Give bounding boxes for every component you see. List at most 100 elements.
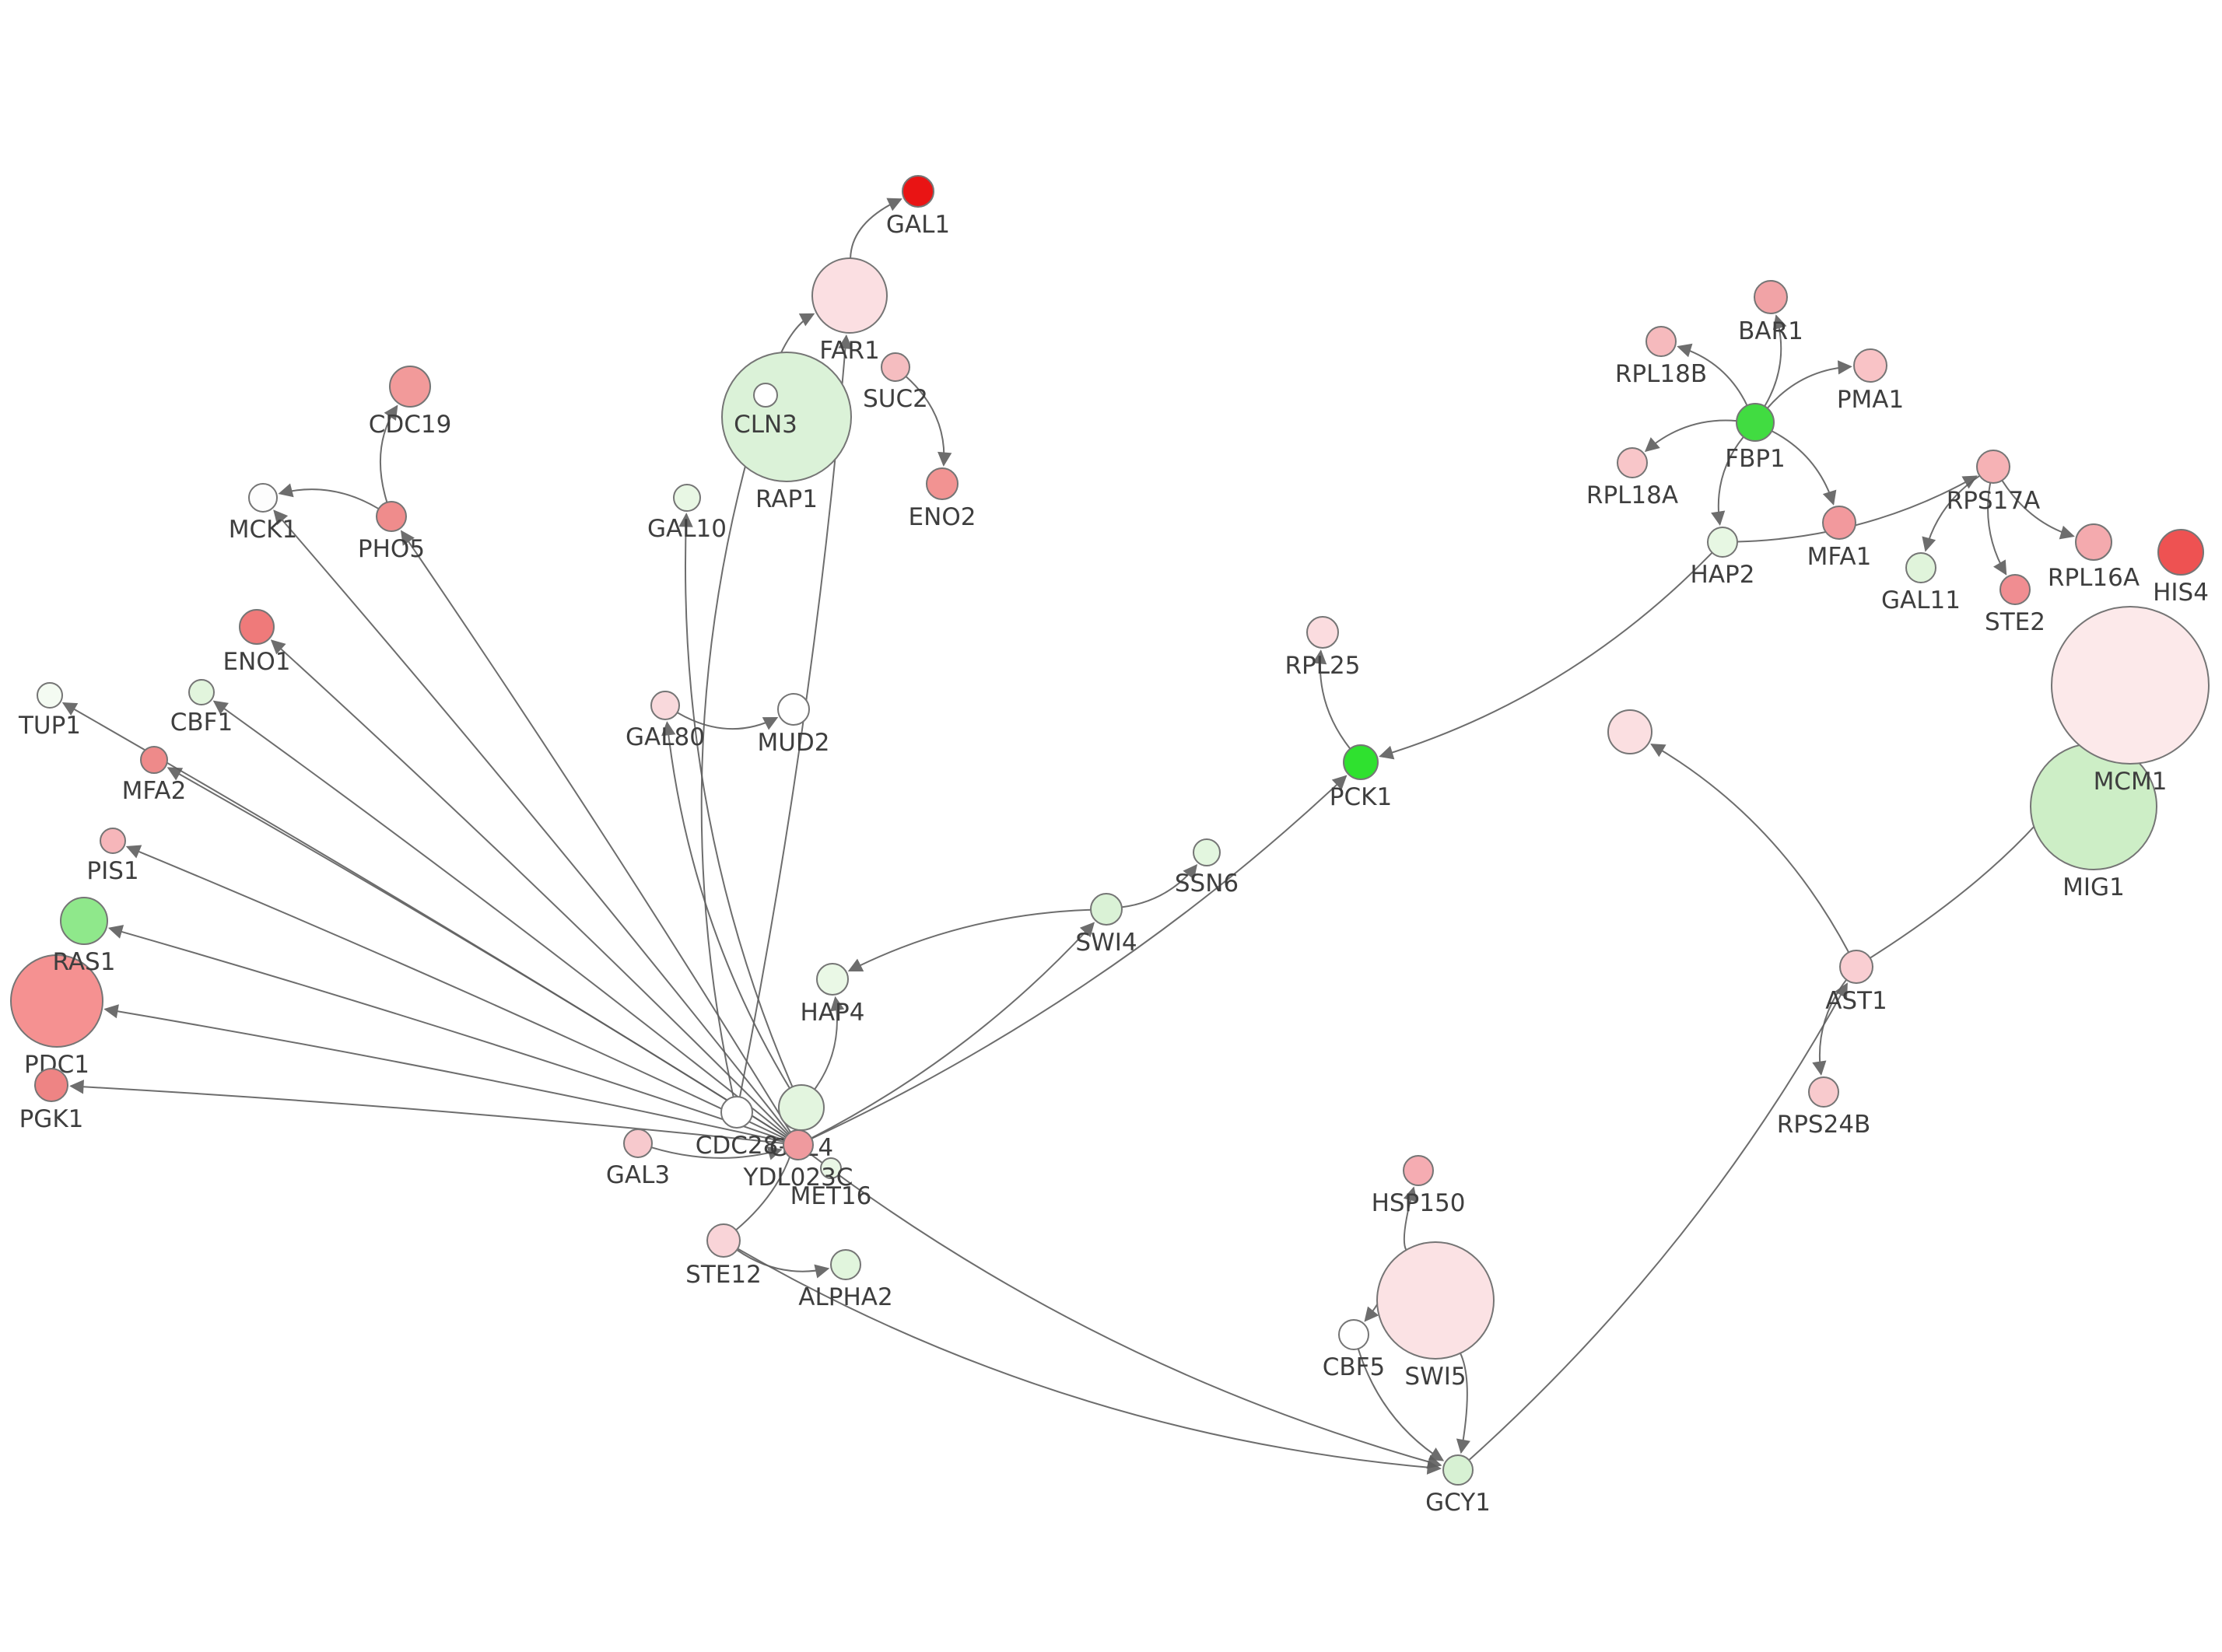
node-fbp1[interactable]: [1736, 403, 1775, 442]
node-ast1[interactable]: [1839, 950, 1873, 984]
edge-rps17a-rpl16a[interactable]: [2001, 480, 2075, 540]
node-label-alpha2: ALPHA2: [798, 1283, 892, 1311]
edge-gal3-ydl023c[interactable]: [650, 1146, 783, 1160]
edge-ydl023c-gcy1[interactable]: [809, 1153, 1442, 1469]
edge-swi5-hsp150[interactable]: [1403, 1186, 1418, 1251]
edge-ydl023c-mfa2[interactable]: [166, 767, 787, 1138]
node-rpl25[interactable]: [1306, 616, 1339, 649]
node-eno2[interactable]: [926, 467, 959, 500]
node-his4[interactable]: [2157, 529, 2204, 576]
edge-rps17a-ste2[interactable]: [1987, 482, 2007, 576]
node-gal3[interactable]: [623, 1129, 653, 1158]
edge-fbp1-hap2[interactable]: [1711, 436, 1744, 527]
node-tup1[interactable]: [37, 682, 63, 709]
edge-ydl023c-pgk1[interactable]: [69, 1080, 784, 1144]
edge-swi4-ssn6[interactable]: [1121, 863, 1198, 908]
node-cbf1[interactable]: [188, 679, 215, 705]
node-ras1[interactable]: [60, 897, 108, 945]
edge-fbp1-pma1[interactable]: [1766, 360, 1852, 409]
node-mcm1[interactable]: [2051, 606, 2210, 765]
node-gal80[interactable]: [650, 691, 680, 720]
edge-ydl023c-swi4[interactable]: [811, 922, 1095, 1139]
node-rpl18b[interactable]: [1645, 326, 1677, 357]
edge-gal4-gal10[interactable]: [678, 513, 794, 1087]
node-mck1[interactable]: [248, 483, 278, 513]
edge-fbp1-bar1[interactable]: [1764, 314, 1787, 407]
edge-swi5-gcy1[interactable]: [1456, 1353, 1470, 1454]
edge-gal4-hap4[interactable]: [814, 996, 845, 1090]
node-suc2[interactable]: [881, 352, 910, 382]
node-pck1[interactable]: [1343, 744, 1379, 780]
edge-far1-gal1[interactable]: [850, 198, 902, 259]
node-pho5[interactable]: [376, 501, 407, 532]
edge-ste12-gcy1[interactable]: [737, 1248, 1442, 1475]
node-met16[interactable]: [820, 1157, 842, 1179]
node-gcy1[interactable]: [1442, 1454, 1474, 1486]
edge-pho5-cdc19[interactable]: [379, 404, 398, 503]
node-hap4[interactable]: [816, 963, 849, 996]
node-gal10[interactable]: [673, 484, 701, 512]
edge-gal4-gal80[interactable]: [661, 721, 790, 1089]
node-unnamed1[interactable]: [1607, 709, 1652, 754]
node-bar1[interactable]: [1754, 280, 1788, 314]
node-rpl16a[interactable]: [2075, 523, 2112, 561]
edge-ast1-rps24b[interactable]: [1812, 979, 1847, 1076]
edge-pho5-mck1[interactable]: [278, 483, 380, 510]
node-cdc19[interactable]: [389, 366, 431, 408]
edge-ydl023c-pdc1[interactable]: [103, 1004, 784, 1143]
node-swi5[interactable]: [1376, 1241, 1495, 1360]
edge-ydl023c-eno1[interactable]: [270, 639, 789, 1136]
node-eno1[interactable]: [239, 609, 275, 645]
edge-ydl023c-ras1[interactable]: [107, 925, 785, 1141]
edge-pck1-rpl25[interactable]: [1312, 649, 1351, 750]
edge-ydl023c-cbf1[interactable]: [212, 700, 787, 1136]
edge-hap2-rps17a[interactable]: [1737, 475, 1978, 543]
node-cdc28[interactable]: [720, 1096, 753, 1129]
edge-ydl023c-pis1[interactable]: [125, 845, 786, 1139]
edge-fbp1-rpl18b[interactable]: [1677, 343, 1748, 406]
node-ssn6[interactable]: [1193, 838, 1221, 866]
edge-hap2-pck1[interactable]: [1379, 551, 1713, 760]
node-cbf5[interactable]: [1338, 1319, 1369, 1350]
node-pma1[interactable]: [1853, 348, 1887, 383]
node-mfa1[interactable]: [1822, 506, 1856, 540]
edge-fbp1-mfa1[interactable]: [1771, 430, 1837, 506]
edge-ste12-alpha2[interactable]: [736, 1249, 830, 1279]
node-mud2[interactable]: [777, 693, 810, 726]
node-rps17a[interactable]: [1976, 450, 2010, 484]
edge-ydl023c-mck1[interactable]: [273, 509, 790, 1134]
node-gal11[interactable]: [1905, 552, 1936, 583]
edge-ydl023c-pho5[interactable]: [400, 530, 791, 1133]
edge-cdc28-cln3[interactable]: [700, 408, 765, 1097]
edge-gcy1-ast1[interactable]: [1468, 982, 1848, 1461]
node-far1[interactable]: [811, 257, 888, 334]
node-alpha2[interactable]: [830, 1249, 861, 1280]
node-swi4[interactable]: [1090, 893, 1123, 926]
node-rap1[interactable]: [721, 352, 852, 482]
node-rpl18a[interactable]: [1617, 447, 1648, 478]
edge-swi4-hap4[interactable]: [847, 908, 1092, 972]
edge-cbf5-gcy1[interactable]: [1357, 1348, 1445, 1461]
node-ydl023c[interactable]: [783, 1129, 814, 1160]
edge-ydl023c-tup1[interactable]: [61, 702, 787, 1138]
edge-suc2-eno2[interactable]: [905, 376, 952, 467]
edge-ast1-unnamed1[interactable]: [1650, 744, 1850, 953]
node-rps24b[interactable]: [1808, 1076, 1839, 1108]
node-ste2[interactable]: [1999, 574, 2031, 605]
node-gal4[interactable]: [778, 1084, 825, 1131]
node-pis1[interactable]: [100, 828, 126, 854]
edge-ydl023c-pck1[interactable]: [811, 775, 1348, 1139]
node-gal1[interactable]: [902, 175, 934, 208]
node-hsp150[interactable]: [1403, 1155, 1434, 1186]
edge-gal80-mud2[interactable]: [676, 712, 779, 730]
node-mfa2[interactable]: [140, 746, 168, 774]
node-pdc1[interactable]: [10, 954, 103, 1048]
node-ste12[interactable]: [706, 1223, 741, 1258]
edge-fbp1-rpl18a[interactable]: [1644, 419, 1737, 453]
node-hap2[interactable]: [1707, 527, 1738, 558]
edge-rps17a-gal11[interactable]: [1922, 474, 1981, 552]
node-pgk1[interactable]: [34, 1068, 68, 1102]
node-cln3[interactable]: [753, 383, 778, 408]
